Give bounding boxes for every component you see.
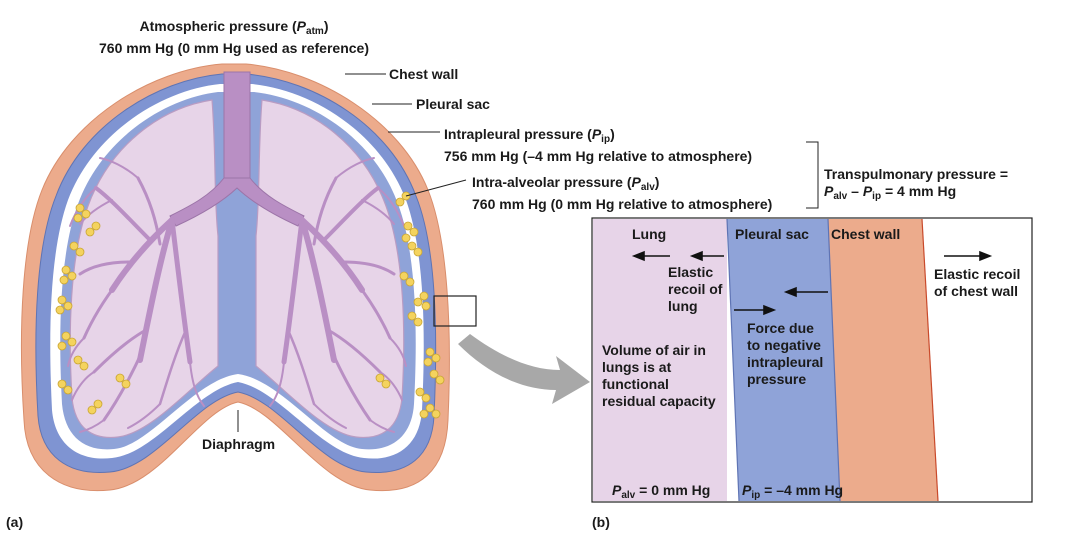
chest-wall-region	[828, 219, 938, 501]
left-lung	[69, 99, 219, 439]
volume-of-air-label: Volume of air in lungs is at functional …	[602, 342, 716, 409]
elastic-recoil-chest-label: Elastic recoil of chest wall	[934, 266, 1021, 299]
transpulmonary-bracket	[806, 141, 819, 209]
inset-chest-wall-label: Chest wall	[831, 226, 901, 242]
panel-b-letter: (b)	[592, 514, 610, 530]
force-arrows	[631, 250, 993, 316]
alveoli-clusters	[55, 191, 445, 419]
inset-lung-label: Lung	[632, 226, 667, 242]
atmospheric-pressure-label: Atmospheric pressure (Patm) 760 mm Hg (0…	[99, 18, 369, 56]
diaphragm-label: Diaphragm	[202, 436, 276, 452]
zoom-arrow	[458, 334, 590, 404]
right-bronchial-tree	[269, 157, 407, 433]
p-alv-value-label: Palv = 0 mm Hg	[612, 482, 711, 501]
intra-alveolar-pressure-label: Intra-alveolar pressure (Palv) 760 mm Hg…	[472, 174, 773, 212]
trachea	[223, 71, 251, 183]
chest-wall-label: Chest wall	[389, 66, 459, 82]
elastic-recoil-lung-label: Elastic recoil of lung	[668, 264, 723, 314]
intrapleural-pressure-label: Intrapleural pressure (Pip) 756 mm Hg (–…	[444, 126, 753, 164]
p-ip-value-label: Pip = –4 mm Hg	[742, 482, 844, 501]
pleural-sac-label: Pleural sac	[416, 96, 490, 112]
inset-pleural-sac-label: Pleural sac	[735, 226, 809, 242]
force-due-label: Force due to negative intrapleural press…	[747, 320, 824, 387]
pleural-sac-region	[727, 219, 840, 501]
inset-panel	[591, 217, 1033, 503]
transpulmonary-pressure-label: Transpulmonary pressure = Palv – Pip = 4…	[824, 166, 1009, 202]
inset-marker	[433, 295, 477, 327]
right-lung	[255, 99, 405, 439]
leader-lines	[237, 73, 467, 432]
thorax-illustration	[20, 63, 819, 492]
lung-region	[593, 219, 727, 501]
left-bronchial-tree	[67, 157, 205, 433]
main-bronchi	[169, 177, 305, 227]
panel-a-letter: (a)	[6, 514, 24, 530]
